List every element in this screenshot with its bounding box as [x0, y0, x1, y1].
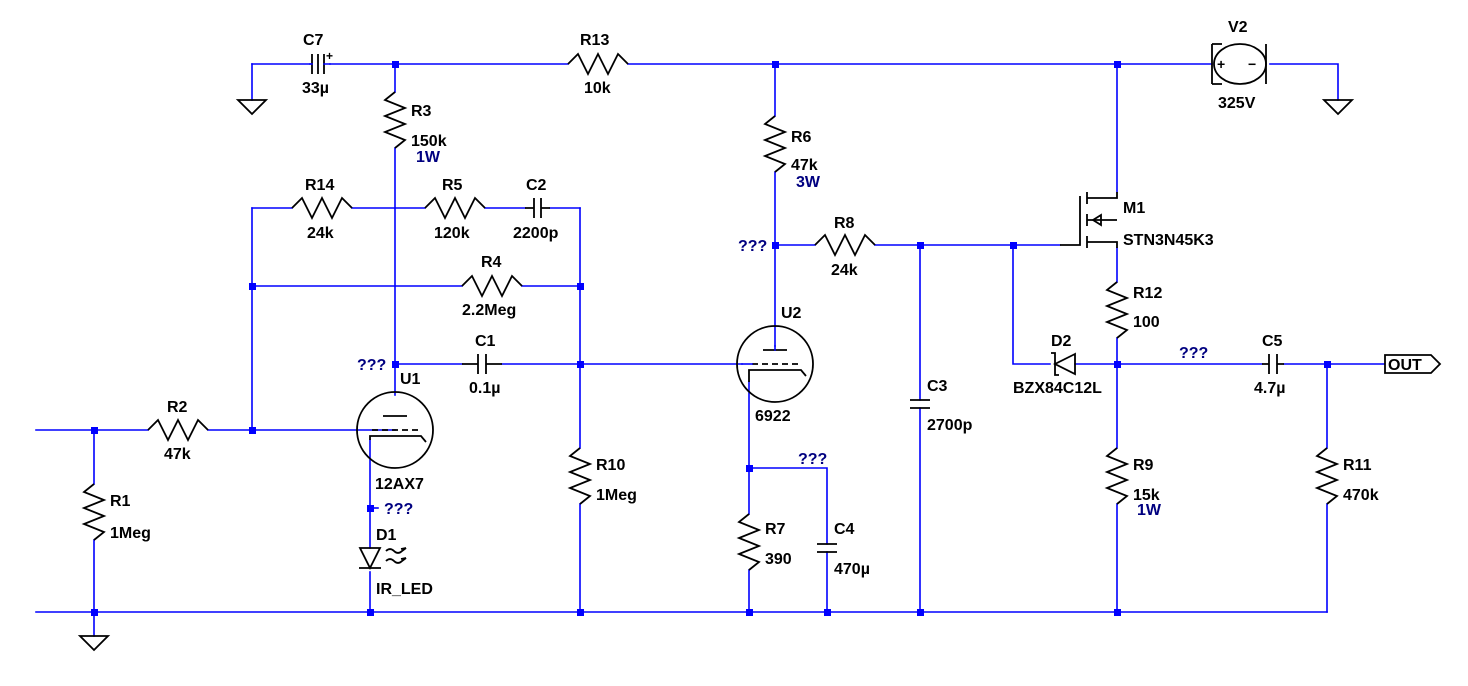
capacitor-c7: C7 33µ +	[302, 32, 333, 97]
c4-value: 470µ	[834, 561, 870, 578]
c3-value: 2700p	[927, 417, 973, 434]
r1-ref: R1	[110, 493, 131, 510]
r13-value: 10k	[584, 80, 611, 97]
r1-value: 1Meg	[110, 525, 151, 542]
r5-value: 120k	[434, 225, 470, 242]
c7-polarity: +	[326, 49, 333, 63]
r6-power: 3W	[796, 174, 821, 191]
wires	[35, 63, 1386, 637]
r10-value: 1Meg	[596, 487, 637, 504]
resistor-r8: R8 24k	[814, 215, 876, 279]
c2-value: 2200p	[513, 225, 559, 242]
capacitor-c1: C1 0.1µ	[462, 333, 502, 397]
r3-power: 1W	[416, 149, 441, 166]
ground-main	[77, 635, 111, 652]
mosfet-m1: M1 STN3N45K3	[1060, 192, 1214, 249]
u2-ref: U2	[781, 305, 802, 322]
output-port: OUT	[1384, 354, 1442, 374]
r11-ref: R11	[1343, 457, 1372, 474]
ground-v2	[1321, 99, 1355, 116]
d2-value: BZX84C12L	[1013, 380, 1102, 397]
ground-c7	[235, 99, 269, 116]
c4-ref: C4	[834, 521, 855, 538]
c7-value: 33µ	[302, 80, 329, 97]
triode-u2: U2 6922	[736, 305, 814, 425]
r6-ref: R6	[791, 129, 812, 146]
resistor-r11: R11 470k	[1314, 447, 1379, 505]
resistor-r7: R7 390	[736, 513, 792, 571]
resistor-r2: R2 47k	[147, 399, 209, 463]
zener-d2: D2 BZX84C12L	[1013, 333, 1102, 397]
d1-ref: D1	[376, 527, 397, 544]
r7-ref: R7	[765, 521, 786, 538]
r3-value: 150k	[411, 133, 447, 150]
triode-u1: U1 12AX7	[356, 371, 434, 493]
r2-ref: R2	[167, 399, 188, 416]
resistor-r12: R12 100	[1104, 281, 1162, 339]
c1-value: 0.1µ	[469, 380, 500, 397]
d1-value: IR_LED	[376, 581, 433, 598]
out-label: OUT	[1388, 357, 1422, 374]
d2-ref: D2	[1051, 333, 1072, 350]
r9-power: 1W	[1137, 502, 1162, 519]
net-label-u1-plate: ???	[357, 357, 386, 374]
capacitor-c3: C3 2700p	[910, 378, 973, 434]
r14-ref: R14	[305, 177, 334, 194]
voltage-source-v2: + − V2 325V	[1211, 19, 1267, 112]
resistor-r9: R9 15k 1W	[1104, 447, 1162, 519]
u1-value: 12AX7	[375, 476, 424, 493]
net-label-u2-plate: ???	[738, 238, 767, 255]
net-label-source: ???	[1179, 345, 1208, 362]
v2-minus: −	[1248, 56, 1256, 72]
resistor-r1: R1 1Meg	[81, 483, 151, 542]
net-label-u2-cathode: ???	[798, 451, 827, 468]
v2-plus: +	[1217, 56, 1225, 72]
junction-dots	[91, 61, 1331, 616]
u2-value: 6922	[755, 408, 791, 425]
net-labels: ??? ??? ??? ??? ???	[357, 238, 1208, 518]
resistor-r5: R5 120k	[424, 177, 486, 242]
led-d1: D1 IR_LED	[358, 527, 433, 598]
r14-value: 24k	[307, 225, 334, 242]
resistor-r6: R6 47k 3W	[762, 115, 821, 191]
capacitor-c4: C4 470µ	[817, 521, 870, 578]
r5-ref: R5	[442, 177, 463, 194]
capacitor-c2: C2 2200p	[513, 177, 559, 242]
net-label-u1-cathode: ???	[384, 501, 413, 518]
m1-value: STN3N45K3	[1123, 232, 1214, 249]
resistor-r3: R3 150k 1W	[382, 91, 447, 166]
r4-value: 2.2Meg	[462, 302, 516, 319]
c3-ref: C3	[927, 378, 948, 395]
c5-value: 4.7µ	[1254, 380, 1285, 397]
r8-value: 24k	[831, 262, 858, 279]
resistor-r10: R10 1Meg	[567, 447, 637, 505]
r9-value: 15k	[1133, 487, 1160, 504]
v2-value: 325V	[1218, 95, 1256, 112]
r12-value: 100	[1133, 314, 1160, 331]
c7-ref: C7	[303, 32, 324, 49]
u1-ref: U1	[400, 371, 421, 388]
r9-ref: R9	[1133, 457, 1154, 474]
r11-value: 470k	[1343, 487, 1379, 504]
r13-ref: R13	[580, 32, 609, 49]
r6-value: 47k	[791, 157, 818, 174]
c1-ref: C1	[475, 333, 496, 350]
capacitor-c5: C5 4.7µ	[1254, 333, 1285, 397]
r12-ref: R12	[1133, 285, 1162, 302]
resistor-r14: R14 24k	[291, 177, 353, 242]
v2-ref: V2	[1228, 19, 1248, 36]
r3-ref: R3	[411, 103, 432, 120]
r10-ref: R10	[596, 457, 625, 474]
r4-ref: R4	[481, 254, 502, 271]
c2-ref: C2	[526, 177, 547, 194]
r8-ref: R8	[834, 215, 855, 232]
m1-ref: M1	[1123, 200, 1145, 217]
r2-value: 47k	[164, 446, 191, 463]
resistor-r13: R13 10k	[567, 32, 629, 97]
r7-value: 390	[765, 551, 792, 568]
c5-ref: C5	[1262, 333, 1283, 350]
resistor-r4: R4 2.2Meg	[461, 254, 523, 319]
